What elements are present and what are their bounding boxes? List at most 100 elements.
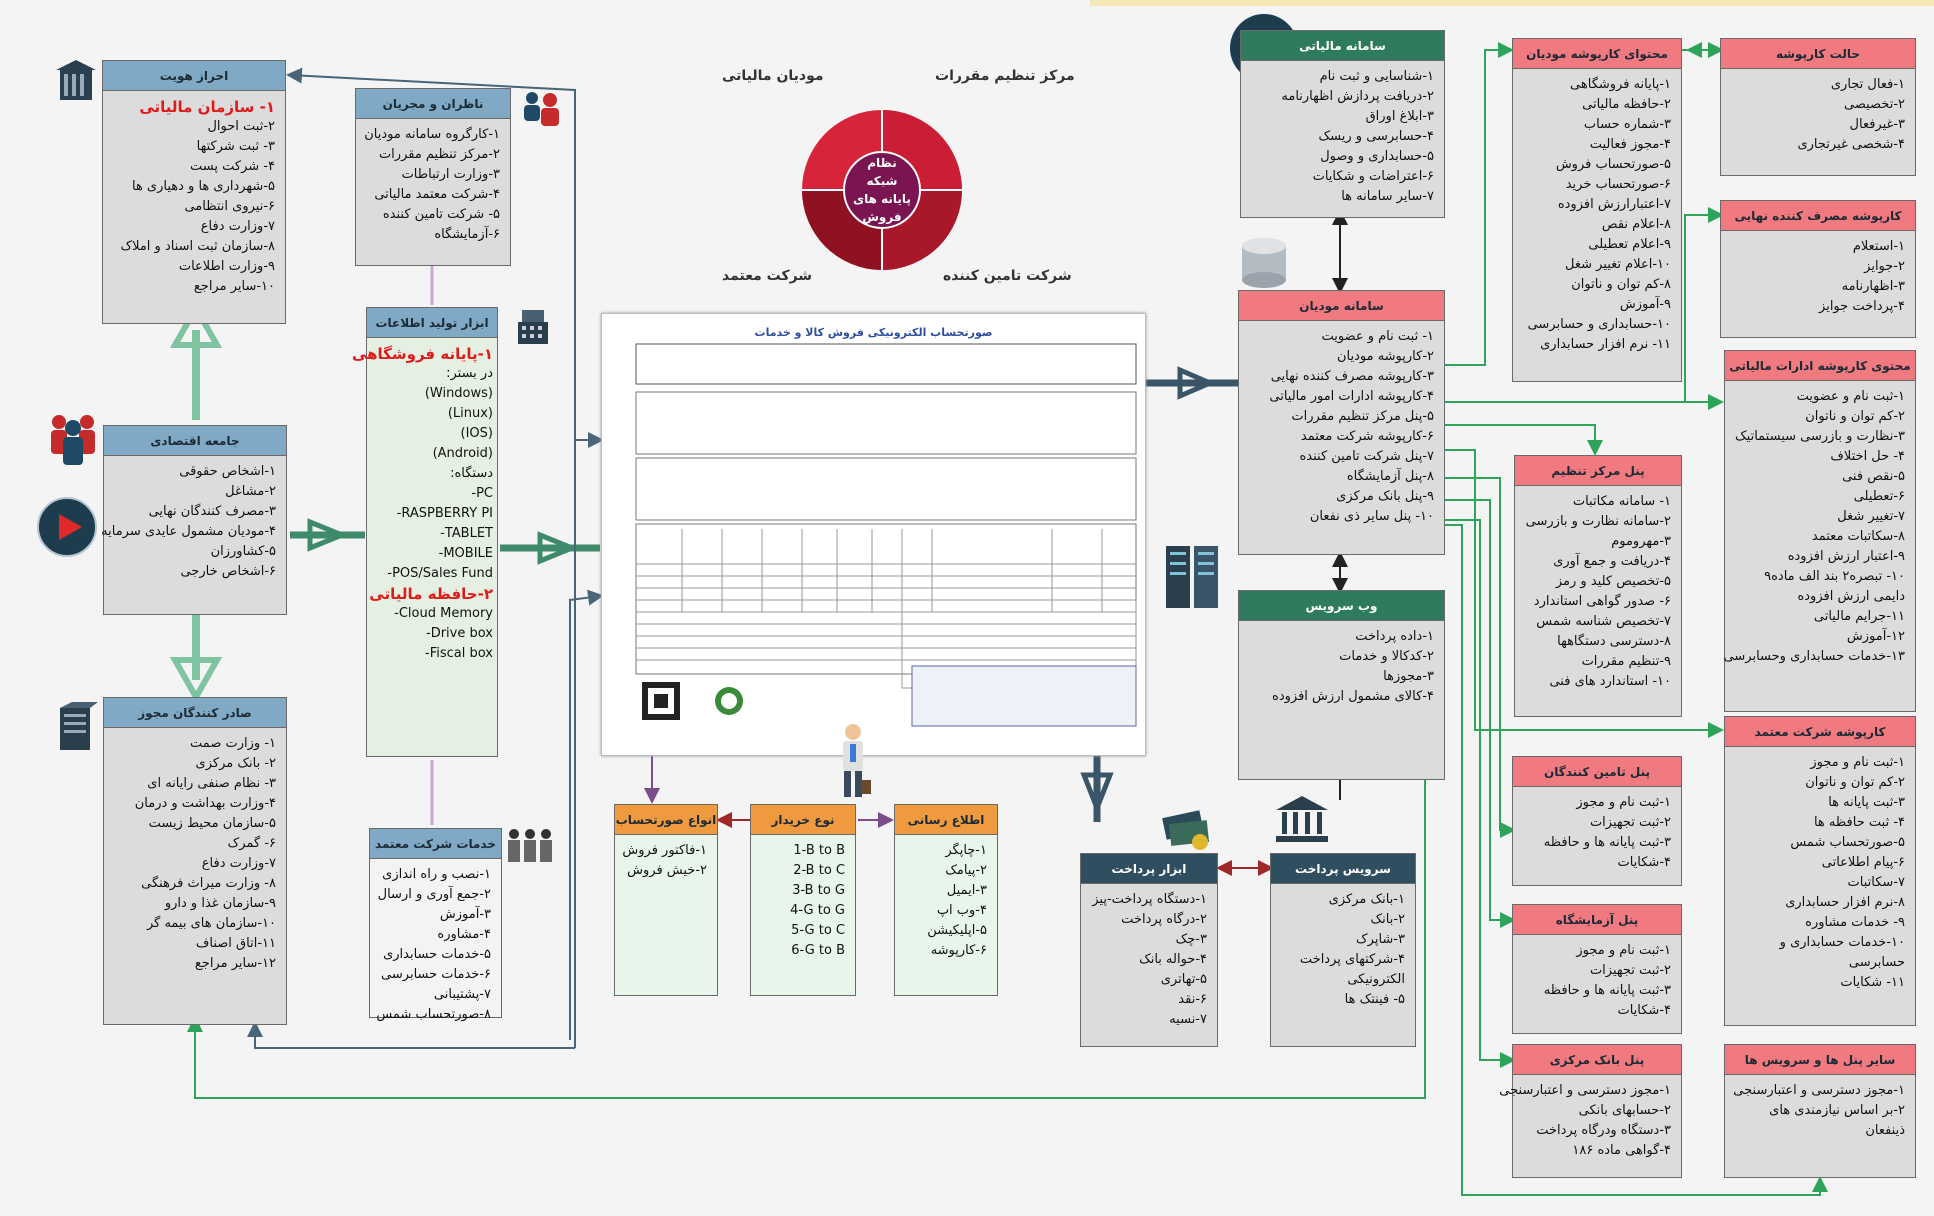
list-item: ۶-تعطیلی: [1853, 489, 1905, 504]
list-item: ۷-وزارت دفاع: [201, 856, 276, 871]
list-item: ۳-وزارت ارتباطات: [401, 167, 500, 182]
list-item: ۱-چاپگر: [945, 843, 987, 858]
list-item: ۷-سایر سامانه ها: [1341, 189, 1434, 204]
wheel-core-label: نظام شبکه پایانه های فروش: [853, 156, 911, 224]
list-item: ۵-سازمان محیط زیست: [148, 816, 276, 831]
list-item: ۳-مهروموم: [1611, 534, 1671, 549]
play-button-icon[interactable]: [36, 496, 98, 558]
payment-tools-title: ابزار پرداخت: [1081, 854, 1217, 884]
list-item: ۱- ثبت نام و عضویت: [1321, 329, 1434, 344]
list-item: ۹- خدمات مشاوره: [1805, 915, 1905, 930]
down-arrow-head: [169, 657, 223, 704]
list-item: ۲-کدکالا و خدمات: [1339, 649, 1434, 664]
list-item: ۸-صورتحساب شمس: [376, 1007, 491, 1022]
cash-register-icon: [518, 310, 548, 344]
list-item: PC-: [471, 486, 493, 501]
list-item: ۲-ثبت تجهیزات: [1589, 815, 1671, 830]
list-item: ۲-جوایز: [1864, 259, 1905, 274]
list-item: ۵-تخصیص کلید و رمز: [1555, 574, 1671, 589]
buyer-type-title: نوع خریدار: [751, 805, 855, 835]
other-panels-title: سایر پنل ها و سرویس ها: [1725, 1045, 1915, 1075]
list-item: ۶- گمرک: [227, 836, 276, 851]
list-item: ۸-کم توان و ناتوان: [1571, 277, 1671, 292]
notification-title: اطلاع رسانی: [895, 805, 997, 835]
user-group-icon: [524, 92, 559, 126]
identity-title: احراز هویت: [103, 61, 285, 91]
other-panels-box: سایر پنل ها و سرویس ها ۱-مجوز دسترسی و ا…: [1724, 1044, 1916, 1178]
list-item: ۴-کارپوشه ادارات امور مالیاتی: [1269, 389, 1434, 404]
tools-title: ابزار تولید اطلاعات: [367, 308, 497, 338]
list-item: ۱-مجوز دسترسی و اعتبارسنجی: [1499, 1083, 1671, 1098]
list-item: ۴-مشاوره: [437, 927, 491, 942]
list-item: ۱-مجوز دسترسی و اعتبارسنجی: [1733, 1083, 1905, 1098]
list-item: ۵- فینتک ها: [1344, 992, 1405, 1007]
payment-service-title: سرویس پرداخت: [1271, 854, 1415, 884]
list-item: ۴-شکایات: [1617, 1003, 1671, 1018]
list-item: دایمی ارزش افزوده: [1797, 589, 1905, 604]
list-item: ۲-پیامک: [945, 863, 987, 878]
list-item: ۱-کارگروه سامانه مودیان: [364, 127, 500, 142]
list-item: ۵-کشاورزان: [210, 544, 276, 559]
list-item: ۲-سامانه نظارت و بازرسی: [1525, 514, 1671, 529]
workers-icon: [508, 829, 552, 862]
supplier-panel-title: پنل تامین کنندگان: [1513, 757, 1681, 787]
list-item: 3-B to G: [792, 883, 845, 898]
list-item: ۹-وزارت اطلاعات: [178, 259, 275, 274]
electronic-invoice-document: صورتحساب الکترونیکی فروش کالا و خدمات: [601, 313, 1146, 756]
list-item: الکترونیکی: [1347, 972, 1405, 987]
central-bank-panel-box: پنل بانک مرکزی ۱-مجوز دسترسی و اعتبارسنج…: [1499, 1044, 1682, 1178]
tax-system-title: سامانه مالیاتی: [1241, 31, 1444, 61]
list-item: ۱۰- پنل سایر ذی نفعان: [1309, 509, 1434, 524]
wheel-label-taxpayers: مودیان مالیاتی: [722, 68, 824, 84]
wheel-label-trusted: شرکت معتمد: [722, 268, 813, 284]
list-item: ۲-بر اساس نیازمندی های: [1769, 1103, 1905, 1118]
list-item: ۲-کم توان و ناتوان: [1805, 409, 1905, 424]
list-item: ۵-شهرداری ها و دهیاری ها: [131, 179, 275, 194]
list-item: ۲-مرکز تنظیم مقررات: [378, 147, 500, 162]
list-item: Drive box-: [426, 626, 493, 641]
list-item: ۱-نصب و راه اندازی: [382, 867, 491, 882]
list-item: ۷-پنل شرکت تامین کننده: [1299, 449, 1434, 464]
list-item: ۶-صورتحساب خرید: [1565, 177, 1671, 192]
list-item: ۵-پنل مرکز تنظیم مقررات: [1291, 409, 1434, 424]
consumer-folder-title: کارپوشه مصرف کننده نهایی: [1721, 201, 1915, 231]
list-item: ۱۰- تبصره۲ بند الف ماده۹: [1764, 569, 1905, 584]
list-item: ۳-نظارت و بازرسی سیستماتیک: [1735, 429, 1905, 444]
list-item: ۱-داده پرداخت: [1355, 629, 1434, 644]
web-service-title: وب سرویس: [1239, 591, 1444, 621]
list-item: ۳-مجوزها: [1383, 669, 1434, 684]
list-item: ۲-کم توان و ناتوان: [1805, 775, 1905, 790]
right-arrow-head-2: [537, 531, 579, 565]
list-item: ۹-اعتبار ارزش افزوده: [1787, 549, 1905, 564]
tax-office-folder-title: محتوی کارپوشه ادارات مالیاتی: [1725, 351, 1915, 381]
list-item: ۷-پشتیبانی: [433, 987, 491, 1002]
list-item: ۲-کارپوشه مودیان: [1336, 349, 1434, 364]
list-item: ۱- سامانه مکاتبات: [1572, 494, 1671, 509]
money-payment-icon: [1162, 810, 1210, 850]
list-item: 4-G to G: [790, 903, 845, 918]
list-item: ۲-حافظه مالیاتی: [1582, 97, 1671, 112]
list-item: ۷-تغییر شغل: [1837, 509, 1905, 524]
supervisors-list: ۱-کارگروه سامانه مودیان ۲-مرکز تنظیم مقرر…: [356, 119, 510, 251]
list-item: (IOS): [460, 426, 493, 441]
list-item: ۶-نیروی انتظامی: [184, 199, 275, 214]
list-item: ۱۰- استاندارد های فنی: [1549, 674, 1671, 689]
